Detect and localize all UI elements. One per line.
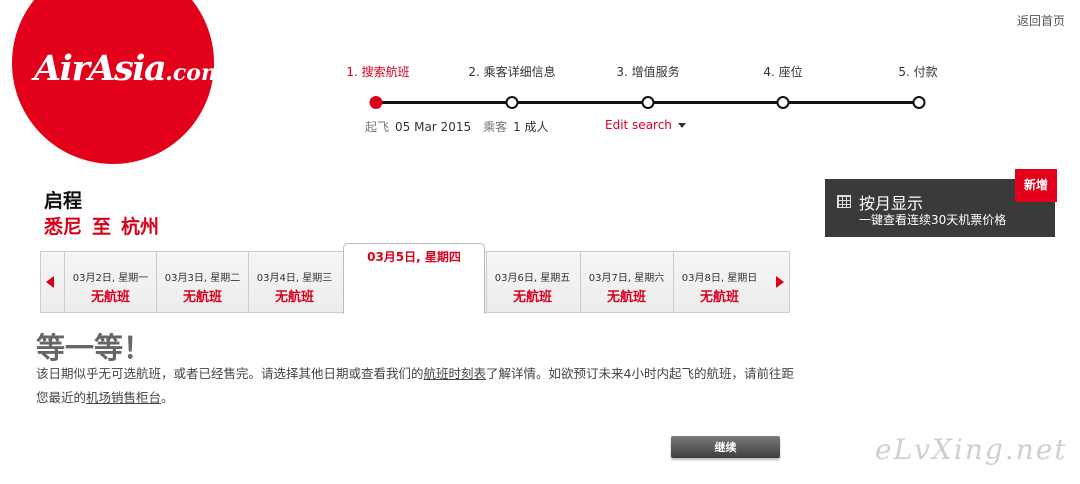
date-tab[interactable]: 03月4日, 星期三无航班 — [248, 251, 340, 313]
step-5-dot — [912, 96, 926, 109]
calendar-icon — [837, 195, 851, 208]
airasia-logo[interactable]: AirAsia.com — [12, 0, 224, 164]
step-2-dot — [505, 96, 519, 109]
step-2-label: 2. 乘客详细信息 — [468, 65, 556, 79]
pax-label: 乘客 — [483, 120, 508, 134]
origin-city: 悉尼 — [44, 216, 83, 238]
arrow-right-icon — [776, 276, 784, 288]
pax-count: 1 成人 — [513, 120, 549, 134]
home-link[interactable]: 返回首页 — [1016, 14, 1065, 28]
step-5-label: 5. 付款 — [898, 65, 938, 79]
depart-date: 05 Mar 2015 — [395, 120, 472, 134]
continue-button[interactable]: 继续 — [671, 436, 780, 458]
airport-counter-link[interactable]: 机场销售柜台 — [86, 390, 162, 405]
destination-city: 杭州 — [121, 216, 160, 238]
step-1-dot — [369, 96, 383, 109]
date-tab[interactable]: 03月7日, 星期六无航班 — [580, 251, 672, 313]
date-tab-selected[interactable]: 03月5日, 星期四 — [343, 243, 485, 314]
depart-label: 起飞 — [365, 120, 390, 134]
flight-schedule-link[interactable]: 航班时刻表 — [423, 366, 487, 381]
no-flights-message: 该日期似乎无可选航班，或者已经售完。请选择其他日期或查看我们的航班时刻表了解详情… — [36, 366, 794, 405]
date-tab[interactable]: 03月2日, 星期一无航班 — [64, 251, 156, 313]
step-3-label: 3. 增值服务 — [616, 65, 680, 79]
trip-summary: 起飞 05 Mar 2015 乘客 1 成人 — [365, 118, 561, 135]
date-carousel: 03月2日, 星期一无航班 03月3日, 星期二无航班 03月4日, 星期三无航… — [40, 243, 790, 314]
edit-search-link[interactable]: Edit search — [605, 118, 686, 132]
monthly-view-banner[interactable]: 按月显示 一键查看连续30天机票价格 — [825, 179, 1055, 237]
watermark: eLvXing.net — [875, 433, 1068, 466]
route-title: 悉尼至杭州 — [44, 212, 169, 239]
caret-down-icon — [677, 123, 686, 128]
step-4-dot — [776, 96, 790, 109]
monthly-view-subtitle: 一键查看连续30天机票价格 — [859, 213, 1007, 227]
no-flights-title: 等一等！ — [36, 331, 153, 365]
step-1-label: 1. 搜索航班 — [346, 65, 410, 79]
monthly-view-title: 按月显示 — [859, 194, 924, 213]
new-badge: 新增 — [1015, 169, 1057, 202]
prev-dates-button[interactable] — [40, 251, 64, 313]
step-3-dot — [641, 96, 655, 109]
date-tab[interactable]: 03月6日, 星期五无航班 — [486, 251, 578, 313]
direction-title: 启程 — [44, 190, 83, 212]
date-tab[interactable]: 03月3日, 星期二无航班 — [156, 251, 248, 313]
date-tab[interactable]: 03月8日, 星期日无航班 — [673, 251, 765, 313]
next-dates-button[interactable] — [766, 251, 790, 313]
route-to-word: 至 — [92, 216, 112, 238]
step-4-label: 4. 座位 — [763, 65, 803, 79]
arrow-left-icon — [46, 276, 54, 288]
logo-wordmark: AirAsia.com — [34, 48, 225, 89]
